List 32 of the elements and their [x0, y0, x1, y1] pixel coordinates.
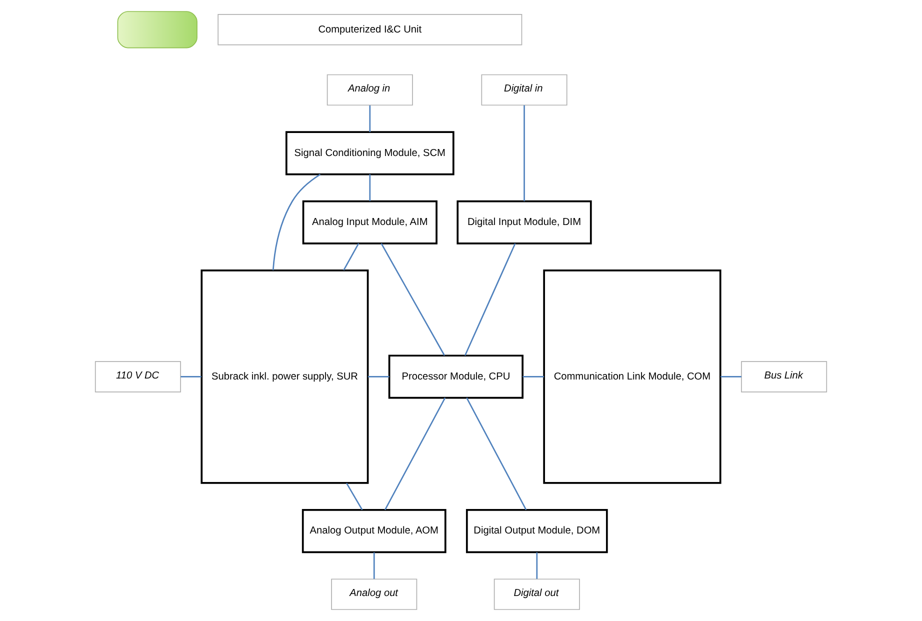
node-box: 110 V DC	[94, 361, 181, 392]
node-box: Digital in	[481, 74, 568, 106]
connector	[466, 398, 527, 510]
connector	[373, 552, 375, 579]
connector	[380, 243, 446, 356]
connector	[384, 398, 446, 510]
connector	[369, 105, 371, 132]
node-box	[117, 11, 198, 48]
node-box: Analog Output Module, AOM	[302, 509, 446, 554]
connector	[524, 105, 525, 202]
node-box: Bus Link	[741, 361, 828, 392]
connector	[536, 552, 538, 579]
connector	[464, 243, 516, 356]
node-box: Analog Input Module, AIM	[302, 200, 438, 244]
connector	[522, 376, 544, 378]
node-box: Digital Input Module, DIM	[456, 200, 592, 244]
node-box: Digital out	[494, 578, 580, 610]
node-box: Digital Output Module, DOM	[466, 509, 608, 554]
connector	[272, 174, 321, 270]
node-box: Analog out	[331, 578, 418, 610]
node-box: Analog in	[326, 74, 413, 106]
connector	[180, 376, 202, 378]
node-box: Computerized I&C Unit	[218, 14, 522, 46]
node-box: Communication Link Module, COM	[543, 270, 722, 484]
node-box: Processor Module, CPU	[388, 354, 524, 399]
connector	[720, 376, 742, 378]
node-box: Signal Conditioning Module, SCM	[285, 131, 454, 176]
connector	[368, 376, 390, 378]
node-box: Subrack inkl. power supply, SUR	[200, 270, 369, 484]
connector	[343, 243, 360, 270]
connector	[346, 482, 363, 510]
connector	[369, 174, 371, 202]
